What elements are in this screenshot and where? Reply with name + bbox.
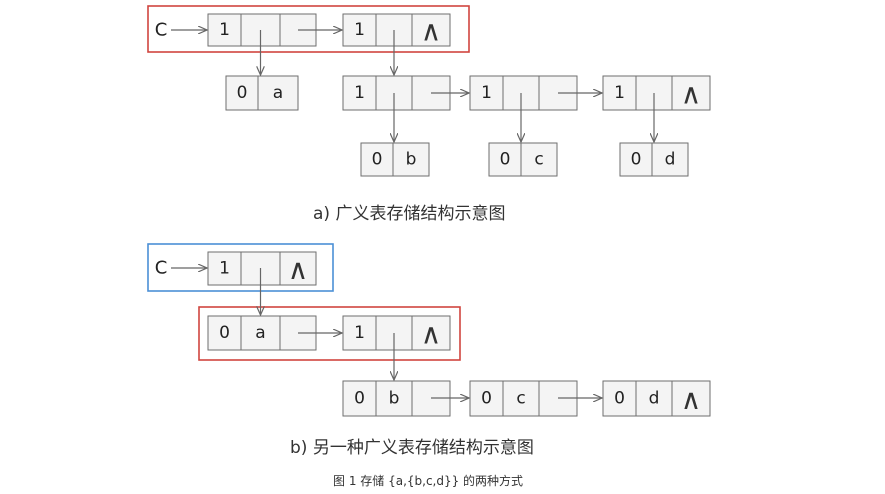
b-head-node: 1∧: [207, 251, 317, 286]
b-head-node-tag: 1: [219, 259, 230, 279]
head-node-highlight-blue-b: [147, 243, 334, 292]
b-sub-node-2-value: c: [516, 389, 525, 409]
a-atom-node-c-value: c: [534, 150, 543, 170]
a-atom-node-b-tag: 0: [372, 150, 383, 170]
head-pointer-label-a: C: [155, 20, 168, 41]
a-top-node-1-tag: 1: [219, 20, 230, 40]
b-sub-node-3-tag: 0: [614, 389, 625, 409]
top-level-highlight-red-b: [198, 306, 461, 361]
b-top-node-2-tag: 1: [354, 323, 365, 343]
a-atom-node-c-frame: [488, 142, 558, 177]
b-top-node-1-tag: 0: [219, 323, 230, 343]
a-atom-node-d-tag: 0: [631, 150, 642, 170]
a-sub-node-3-tag: 1: [614, 83, 625, 103]
a-sub-node-3-frame: [602, 75, 711, 111]
a-atom-node-c-tag: 0: [500, 150, 511, 170]
top-level-highlight-red-a: [147, 5, 470, 53]
a-top-node-2-tag: 1: [354, 20, 365, 40]
a-sub-node-1: 1: [342, 75, 451, 111]
figure-caption: 图 1 存储 {a,{b,c,d}} 的两种方式: [333, 473, 523, 488]
a-top-node-2-null-pointer: ∧: [421, 15, 442, 48]
a-sub-node-3: 1∧: [602, 75, 711, 111]
caption-b: b) 另一种广义表存储结构示意图: [290, 438, 534, 458]
head-pointer-label-b: C: [155, 258, 168, 279]
caption-a: a) 广义表存储结构示意图: [313, 204, 505, 224]
b-sub-node-3-null-pointer: ∧: [681, 383, 702, 416]
a-atom-node-d-value: d: [665, 150, 676, 170]
b-top-node-2-null-pointer: ∧: [421, 318, 442, 351]
b-head-node-null-pointer: ∧: [288, 253, 309, 286]
b-sub-node-2-tag: 0: [481, 389, 492, 409]
b-top-node-1-value: a: [255, 323, 265, 343]
b-top-node-2-frame: [342, 315, 451, 351]
b-head-node-frame: [207, 251, 317, 286]
a-atom-node-a-frame: [225, 75, 299, 111]
a-atom-node-b-frame: [360, 142, 430, 177]
b-sub-node-3: 0 d ∧: [602, 380, 711, 417]
a-sub-node-1-tag: 1: [354, 83, 365, 103]
b-sub-node-3-frame: [602, 380, 711, 417]
a-top-node-2: 1∧: [342, 13, 451, 48]
a-sub-node-2-tag: 1: [481, 83, 492, 103]
a-sub-node-3-null-pointer: ∧: [681, 78, 702, 111]
a-atom-node-d-frame: [619, 142, 689, 177]
a-atom-node-a-value: a: [273, 83, 283, 103]
a-atom-node-b-value: b: [406, 150, 417, 170]
b-sub-node-3-value: d: [649, 389, 660, 409]
b-sub-node-1-value: b: [389, 389, 400, 409]
a-top-node-2-frame: [342, 13, 451, 47]
b-sub-node-1-tag: 0: [354, 389, 365, 409]
b-top-node-2: 1∧: [342, 315, 451, 351]
a-atom-node-a-tag: 0: [237, 83, 248, 103]
